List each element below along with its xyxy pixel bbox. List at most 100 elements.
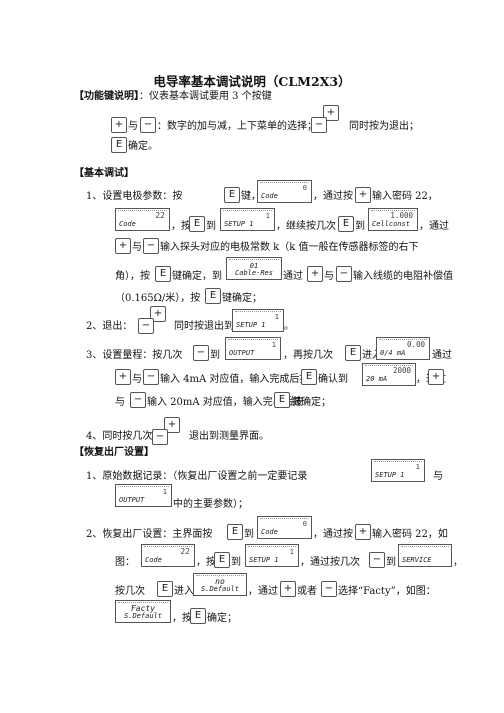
minus-key-icon: − xyxy=(193,345,209,361)
text: 同时按退出到 xyxy=(174,321,234,332)
minus-key-icon: − xyxy=(138,318,154,334)
text: 3、设置量程：按几次 xyxy=(86,350,183,361)
e-key-icon: E xyxy=(338,216,354,232)
text: 键确定； xyxy=(291,397,331,408)
text: 到 xyxy=(210,350,220,361)
page-title: 电导率基本调试说明（CLM2X3） xyxy=(153,74,351,89)
text: 与 xyxy=(128,121,138,132)
lcd-label: Code xyxy=(119,220,136,228)
text: 角），按 xyxy=(115,271,150,282)
lcd-value: 0.00 xyxy=(406,340,425,349)
text: 输入 4mA 对应值，输入完成后按 xyxy=(160,374,310,385)
text: 1、设置电极参数：按 xyxy=(86,191,183,202)
plus-key-icon: + xyxy=(150,306,166,322)
text: 输入线缆的电阻补偿值 xyxy=(353,271,453,282)
text: 。 xyxy=(284,321,294,332)
text: ，通过按 xyxy=(313,191,353,202)
text: 确认到 xyxy=(318,374,348,385)
text: 与 xyxy=(132,242,142,253)
section-heading-basic: 【基本调试】 xyxy=(74,168,134,179)
plus-minus-pair-icon: + − xyxy=(138,306,172,334)
text: ，按 xyxy=(172,613,192,624)
e-key-icon: E xyxy=(214,552,230,568)
text: 2、退出： xyxy=(86,321,133,332)
text: ，再按几次 xyxy=(283,350,333,361)
text: 与 xyxy=(324,271,334,282)
text: 输入探头对应的电极常数 k（k 值一般在传感器标签的右下 xyxy=(160,242,419,253)
text: 通过 xyxy=(283,271,303,282)
lcd-value: 1 xyxy=(162,488,167,496)
text: 中的主要参数）； xyxy=(173,499,248,510)
lcd-label: SETUP 1 xyxy=(224,220,254,228)
e-key-icon: E xyxy=(345,345,361,361)
text: 与 xyxy=(132,374,142,385)
text: 到 xyxy=(231,557,241,568)
e-key-icon: E xyxy=(274,392,290,408)
function-intro: ：仪表基本调试要用 3 个按键 xyxy=(139,91,272,102)
text: ， xyxy=(453,557,463,568)
lcd-value: 2000 xyxy=(392,366,411,375)
lcd-value: no xyxy=(215,577,225,586)
text: 输入密码 22，如 xyxy=(372,529,448,540)
e-key-icon: E xyxy=(301,369,317,385)
lcd-label: Code xyxy=(261,192,278,200)
text: ，按 xyxy=(171,221,191,232)
section-heading-function-keys: 【功能键说明】 xyxy=(74,91,139,102)
text: 确定。 xyxy=(128,141,158,152)
lcd-value: 01 xyxy=(249,262,259,270)
text: （0.165Ω/米），按 xyxy=(115,293,201,304)
e-key-icon: E xyxy=(205,288,221,304)
lcd-value: 0 xyxy=(302,520,307,528)
e-key-icon: E xyxy=(157,581,173,597)
minus-key-icon: − xyxy=(321,581,337,597)
text: 进入 xyxy=(174,586,194,597)
e-key-icon: E xyxy=(224,187,240,203)
text: ，通过 xyxy=(248,586,278,597)
plus-key-icon: + xyxy=(307,266,323,282)
text: 退出到测量界面。 xyxy=(189,431,269,442)
minus-key-icon: − xyxy=(143,369,159,385)
plus-key-icon: + xyxy=(428,369,444,385)
text: 确定； xyxy=(207,613,237,624)
minus-key-icon: − xyxy=(336,266,352,282)
text: ，通过按几次 xyxy=(300,557,360,568)
plus-key-icon: + xyxy=(115,369,131,385)
minus-key-icon: − xyxy=(311,117,327,133)
e-key-icon: E xyxy=(227,524,243,540)
text: 1、原始数据记录：（恢复出厂设置之前一定要记录 xyxy=(86,471,308,482)
lcd-value: Facty xyxy=(130,604,156,613)
e-key-icon: E xyxy=(189,216,205,232)
text: 到 xyxy=(206,221,216,232)
text: 选择“Facty”，如图： xyxy=(338,586,436,597)
text: ：数字的加与减，上下菜单的选择； xyxy=(157,121,317,132)
text: 到 xyxy=(386,557,396,568)
lcd-value: 1 xyxy=(415,463,420,471)
lcd-value: 22 xyxy=(180,547,190,556)
e-key-icon: E xyxy=(155,266,171,282)
text: 到 xyxy=(244,529,254,540)
text: ，通过按 xyxy=(313,529,353,540)
text: 与 xyxy=(433,471,443,482)
plus-key-icon: + xyxy=(280,581,296,597)
minus-key-icon: − xyxy=(130,392,146,408)
lcd-label: SETUP 1 xyxy=(236,321,266,329)
text: ，继续按几次 xyxy=(276,221,336,232)
text: 键确定，到 xyxy=(172,271,222,282)
lcd-label: OUTPUT xyxy=(119,496,145,504)
minus-key-icon: − xyxy=(152,429,168,445)
plus-key-icon: + xyxy=(164,417,180,433)
minus-key-icon: − xyxy=(143,238,159,254)
text: 与 xyxy=(115,397,125,408)
lcd-value: 0 xyxy=(302,184,307,192)
